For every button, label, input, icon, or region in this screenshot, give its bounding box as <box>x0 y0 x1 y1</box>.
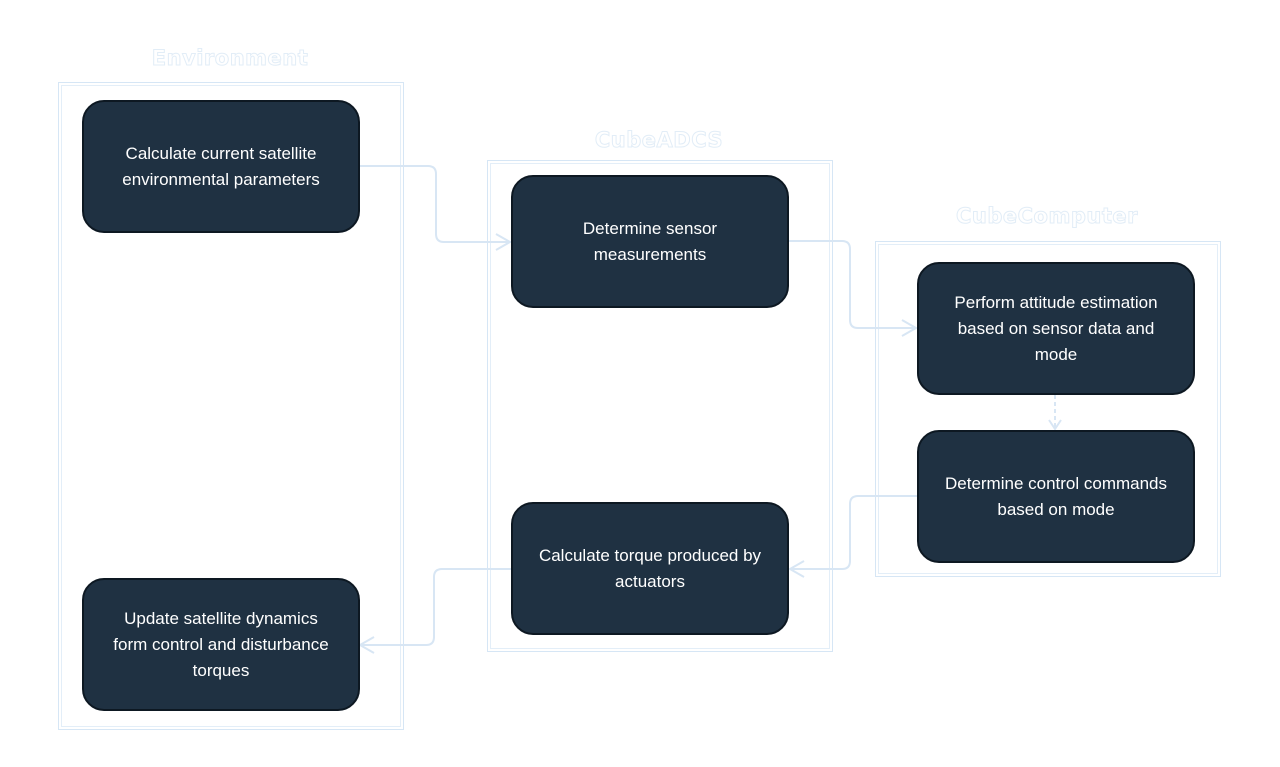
lane-cubeadcs <box>487 160 833 652</box>
node-control-commands-label: Determine control commands based on mode <box>944 473 1168 519</box>
node-calculate-environment-label: Calculate current satellite environmenta… <box>122 143 320 189</box>
node-update-dynamics: Update satellite dynamics form control a… <box>82 578 360 711</box>
node-calculate-torque: Calculate torque produced by actuators <box>511 502 789 635</box>
lane-cubecomputer <box>875 241 1221 577</box>
node-calculate-environment: Calculate current satellite environmenta… <box>82 100 360 233</box>
lane-title-cubeadcs: CubeADCS <box>594 128 724 153</box>
node-calculate-torque-label: Calculate torque produced by actuators <box>538 545 762 591</box>
node-determine-sensor-label: Determine sensor measurements <box>582 218 718 264</box>
node-attitude-estimation-label: Perform attitude estimation based on sen… <box>954 292 1158 364</box>
lane-environment <box>58 82 404 730</box>
node-control-commands: Determine control commands based on mode <box>917 430 1195 563</box>
node-update-dynamics-label: Update satellite dynamics form control a… <box>113 608 329 680</box>
lane-title-environment: Environment <box>151 46 309 71</box>
node-determine-sensor: Determine sensor measurements <box>511 175 789 308</box>
lane-title-cubecomputer: CubeComputer <box>956 204 1138 229</box>
node-attitude-estimation: Perform attitude estimation based on sen… <box>917 262 1195 395</box>
